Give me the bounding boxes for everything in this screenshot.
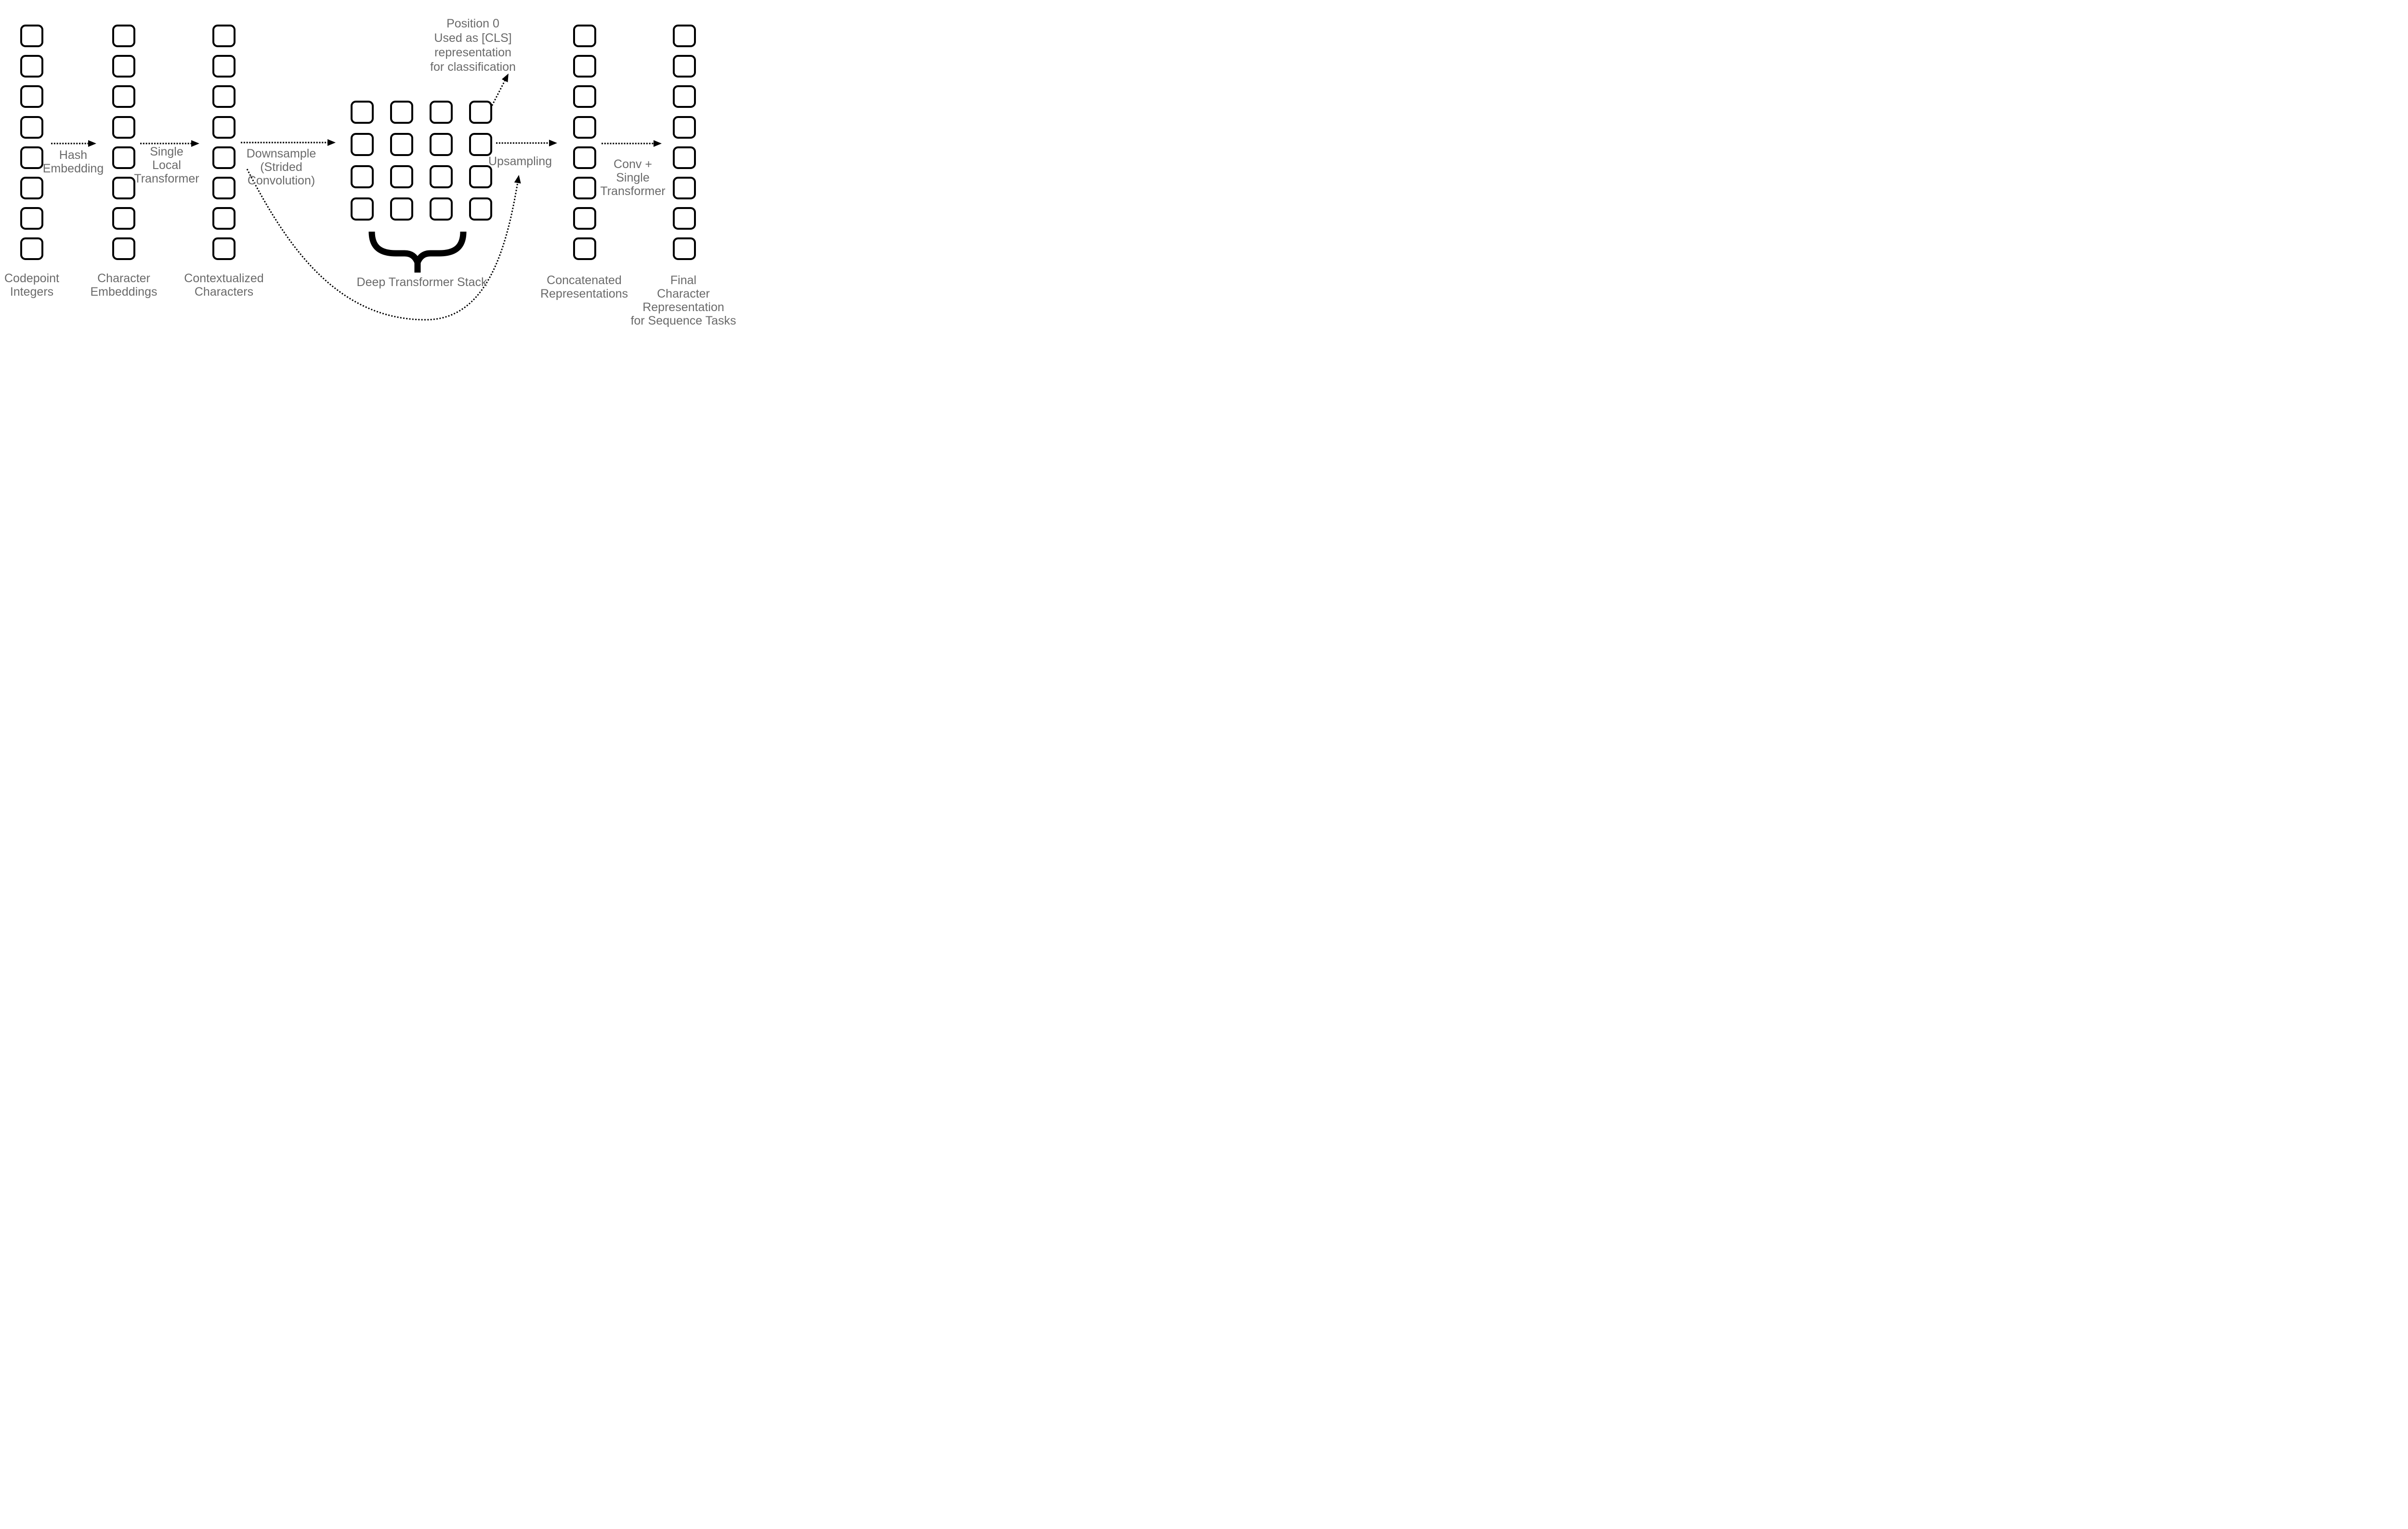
token-box (351, 101, 374, 124)
token-box (673, 237, 696, 261)
token-box (351, 165, 374, 188)
deep-transformer-stack-label: Deep Transformer Stack (356, 275, 487, 289)
token-box (469, 101, 492, 124)
column-concatenated-representations (573, 25, 596, 261)
token-box (212, 176, 236, 199)
token-box (212, 55, 236, 78)
column-contextualized-characters (212, 25, 236, 261)
token-box (20, 207, 43, 230)
token-box (351, 197, 374, 221)
token-box (20, 116, 43, 139)
token-box (573, 207, 596, 230)
token-box (673, 25, 696, 47)
downsampled-token-grid (351, 101, 492, 221)
token-box (573, 85, 596, 108)
token-box (430, 101, 453, 124)
token-box (212, 85, 236, 108)
token-box (469, 197, 492, 221)
token-box (351, 133, 374, 156)
token-box (212, 25, 236, 47)
column-character-embeddings (112, 25, 135, 261)
token-box (390, 165, 413, 188)
token-box (20, 146, 43, 169)
token-box (573, 176, 596, 199)
token-box (673, 146, 696, 169)
token-box (573, 237, 596, 261)
token-box (673, 85, 696, 108)
token-box (430, 133, 453, 156)
token-box (212, 237, 236, 261)
token-box (673, 116, 696, 139)
token-box (112, 237, 135, 261)
token-box (390, 101, 413, 124)
token-box (212, 116, 236, 139)
token-box (20, 55, 43, 78)
token-box (430, 197, 453, 221)
token-box (390, 197, 413, 221)
token-box (112, 176, 135, 199)
token-box (112, 146, 135, 169)
token-box (673, 55, 696, 78)
token-box (112, 85, 135, 108)
token-box (112, 55, 135, 78)
token-box (112, 116, 135, 139)
upsampling-label: Upsampling (488, 155, 552, 168)
token-box (212, 207, 236, 230)
token-box (469, 133, 492, 156)
token-box (673, 176, 696, 199)
token-box (20, 85, 43, 108)
token-box (112, 207, 135, 230)
token-box (20, 237, 43, 261)
token-box (573, 116, 596, 139)
arrows-layer (51, 73, 662, 321)
token-box (573, 55, 596, 78)
token-box (573, 25, 596, 47)
token-box (430, 165, 453, 188)
token-box (469, 165, 492, 188)
token-box (673, 207, 696, 230)
token-box (112, 25, 135, 47)
token-box (573, 146, 596, 169)
token-box (20, 25, 43, 47)
token-box (20, 176, 43, 199)
token-box (212, 146, 236, 169)
token-box (390, 133, 413, 156)
column-final-character-representation (673, 25, 696, 261)
column-codepoint-integers (20, 25, 43, 261)
underbrace-icon (368, 231, 467, 273)
